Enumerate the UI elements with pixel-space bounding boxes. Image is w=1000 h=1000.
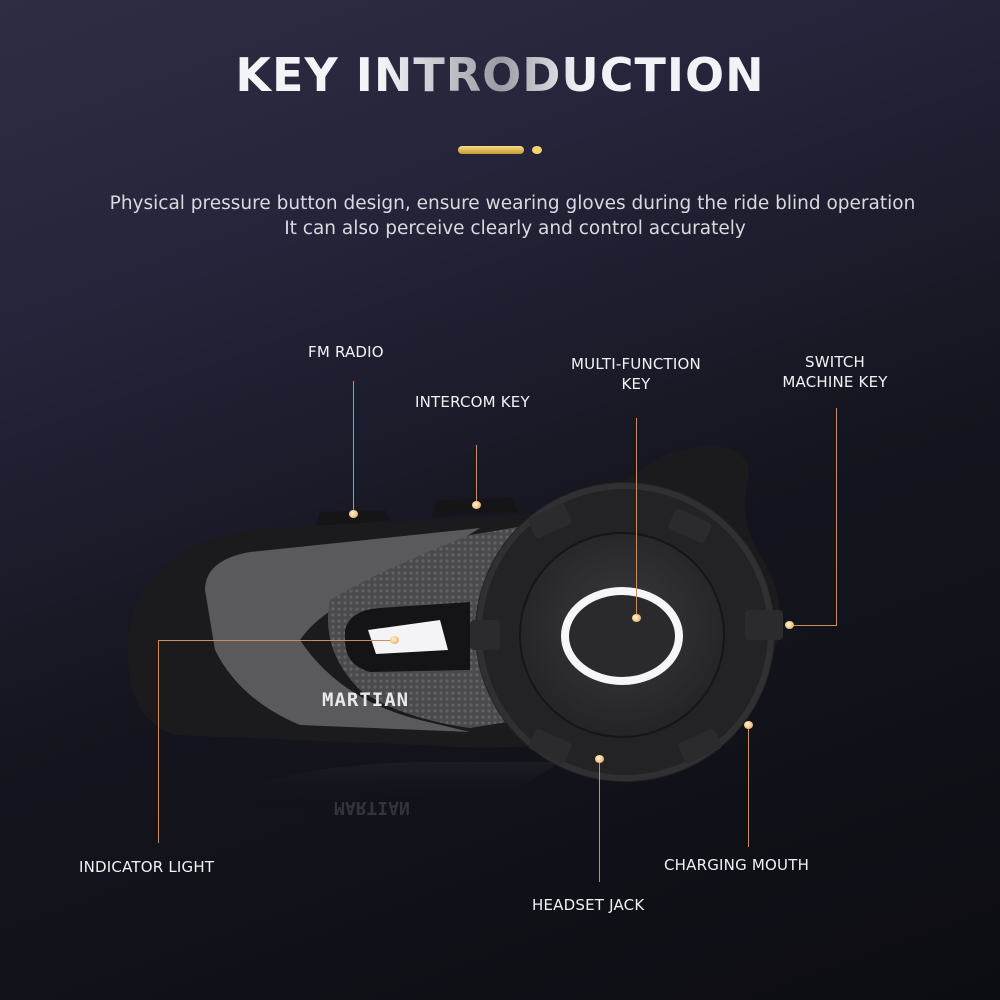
callout-label-headset-jack: HEADSET JACK	[532, 896, 645, 914]
callout-label-multi-function-key: MULTI-FUNCTION KEY	[556, 355, 716, 393]
callout-label-line: MULTI-FUNCTION	[571, 355, 701, 373]
callout-line-charging-mouth	[748, 726, 749, 847]
subtitle-line-1: Physical pressure button design, ensure …	[109, 193, 916, 214]
device-reflection: MARTIAN	[245, 762, 560, 818]
callout-label-line: MACHINE KEY	[782, 373, 888, 391]
callout-label-charging-mouth: CHARGING MOUTH	[664, 856, 810, 874]
callout-label-intercom-key: INTERCOM KEY	[415, 393, 530, 411]
svg-text:MARTIAN: MARTIAN	[334, 797, 410, 818]
callout-line-intercom-key	[476, 445, 477, 503]
callout-label-indicator-light: INDICATOR LIGHT	[79, 858, 215, 876]
callout-line-indicator-light-h	[158, 640, 393, 641]
page-title: KEY INTRODUCTION	[0, 48, 1000, 102]
subtitle-line-2: It can also perceive clearly and control…	[284, 218, 746, 239]
brand-logo: MARTIAN	[322, 689, 409, 711]
callout-label-switch-machine-key: SWITCH MACHINE KEY	[760, 353, 910, 391]
callout-label-line: SWITCH	[804, 353, 865, 371]
callout-pin-fm-radio	[349, 510, 358, 518]
callout-pin-headset-jack	[595, 755, 604, 763]
callout-line-switch-machine-key	[836, 408, 837, 626]
callout-line-indicator-light-v	[158, 640, 159, 843]
callout-label-fm-radio: FM RADIO	[308, 343, 384, 361]
callout-line-switch-machine-key-h	[793, 625, 837, 626]
callout-pin-indicator-light	[390, 636, 399, 644]
callout-line-multi-function-key	[636, 418, 637, 616]
accent-bar	[458, 146, 524, 154]
callout-pin-charging-mouth	[744, 721, 753, 729]
callout-pin-intercom-key	[472, 501, 481, 509]
callout-pin-multi-function-key	[632, 614, 641, 622]
callout-line-headset-jack	[599, 760, 600, 882]
callout-label-line: KEY	[621, 375, 651, 393]
callout-pin-switch-machine-key	[785, 621, 794, 629]
gold-accent-divider	[458, 145, 548, 155]
accent-dot	[532, 146, 542, 154]
callout-line-fm-radio	[353, 381, 354, 513]
